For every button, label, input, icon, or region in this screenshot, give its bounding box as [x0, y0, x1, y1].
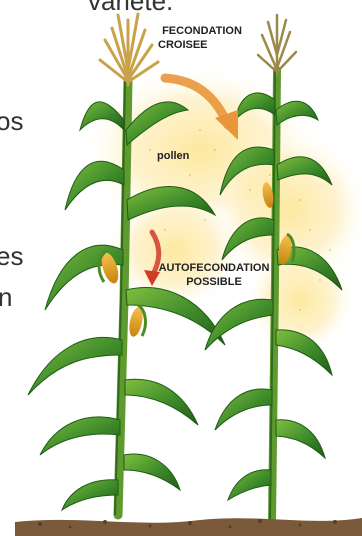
cross-fertilization-label: FECONDATION CROISEE	[152, 25, 252, 53]
self-fertilization-label: AUTOFECONDATION POSSIBLE	[158, 262, 270, 290]
cross-label-line-1: FECONDATION	[152, 25, 252, 39]
cross-label-line-2: CROISEE	[152, 39, 252, 53]
self-label-line-2: POSSIBLE	[158, 276, 270, 290]
right-tassel	[258, 15, 296, 75]
soil-ground	[15, 518, 362, 536]
self-label-line-1: AUTOFECONDATION	[158, 262, 270, 276]
left-corn-cob-lower	[127, 305, 145, 338]
pollen-label: pollen	[157, 150, 189, 164]
